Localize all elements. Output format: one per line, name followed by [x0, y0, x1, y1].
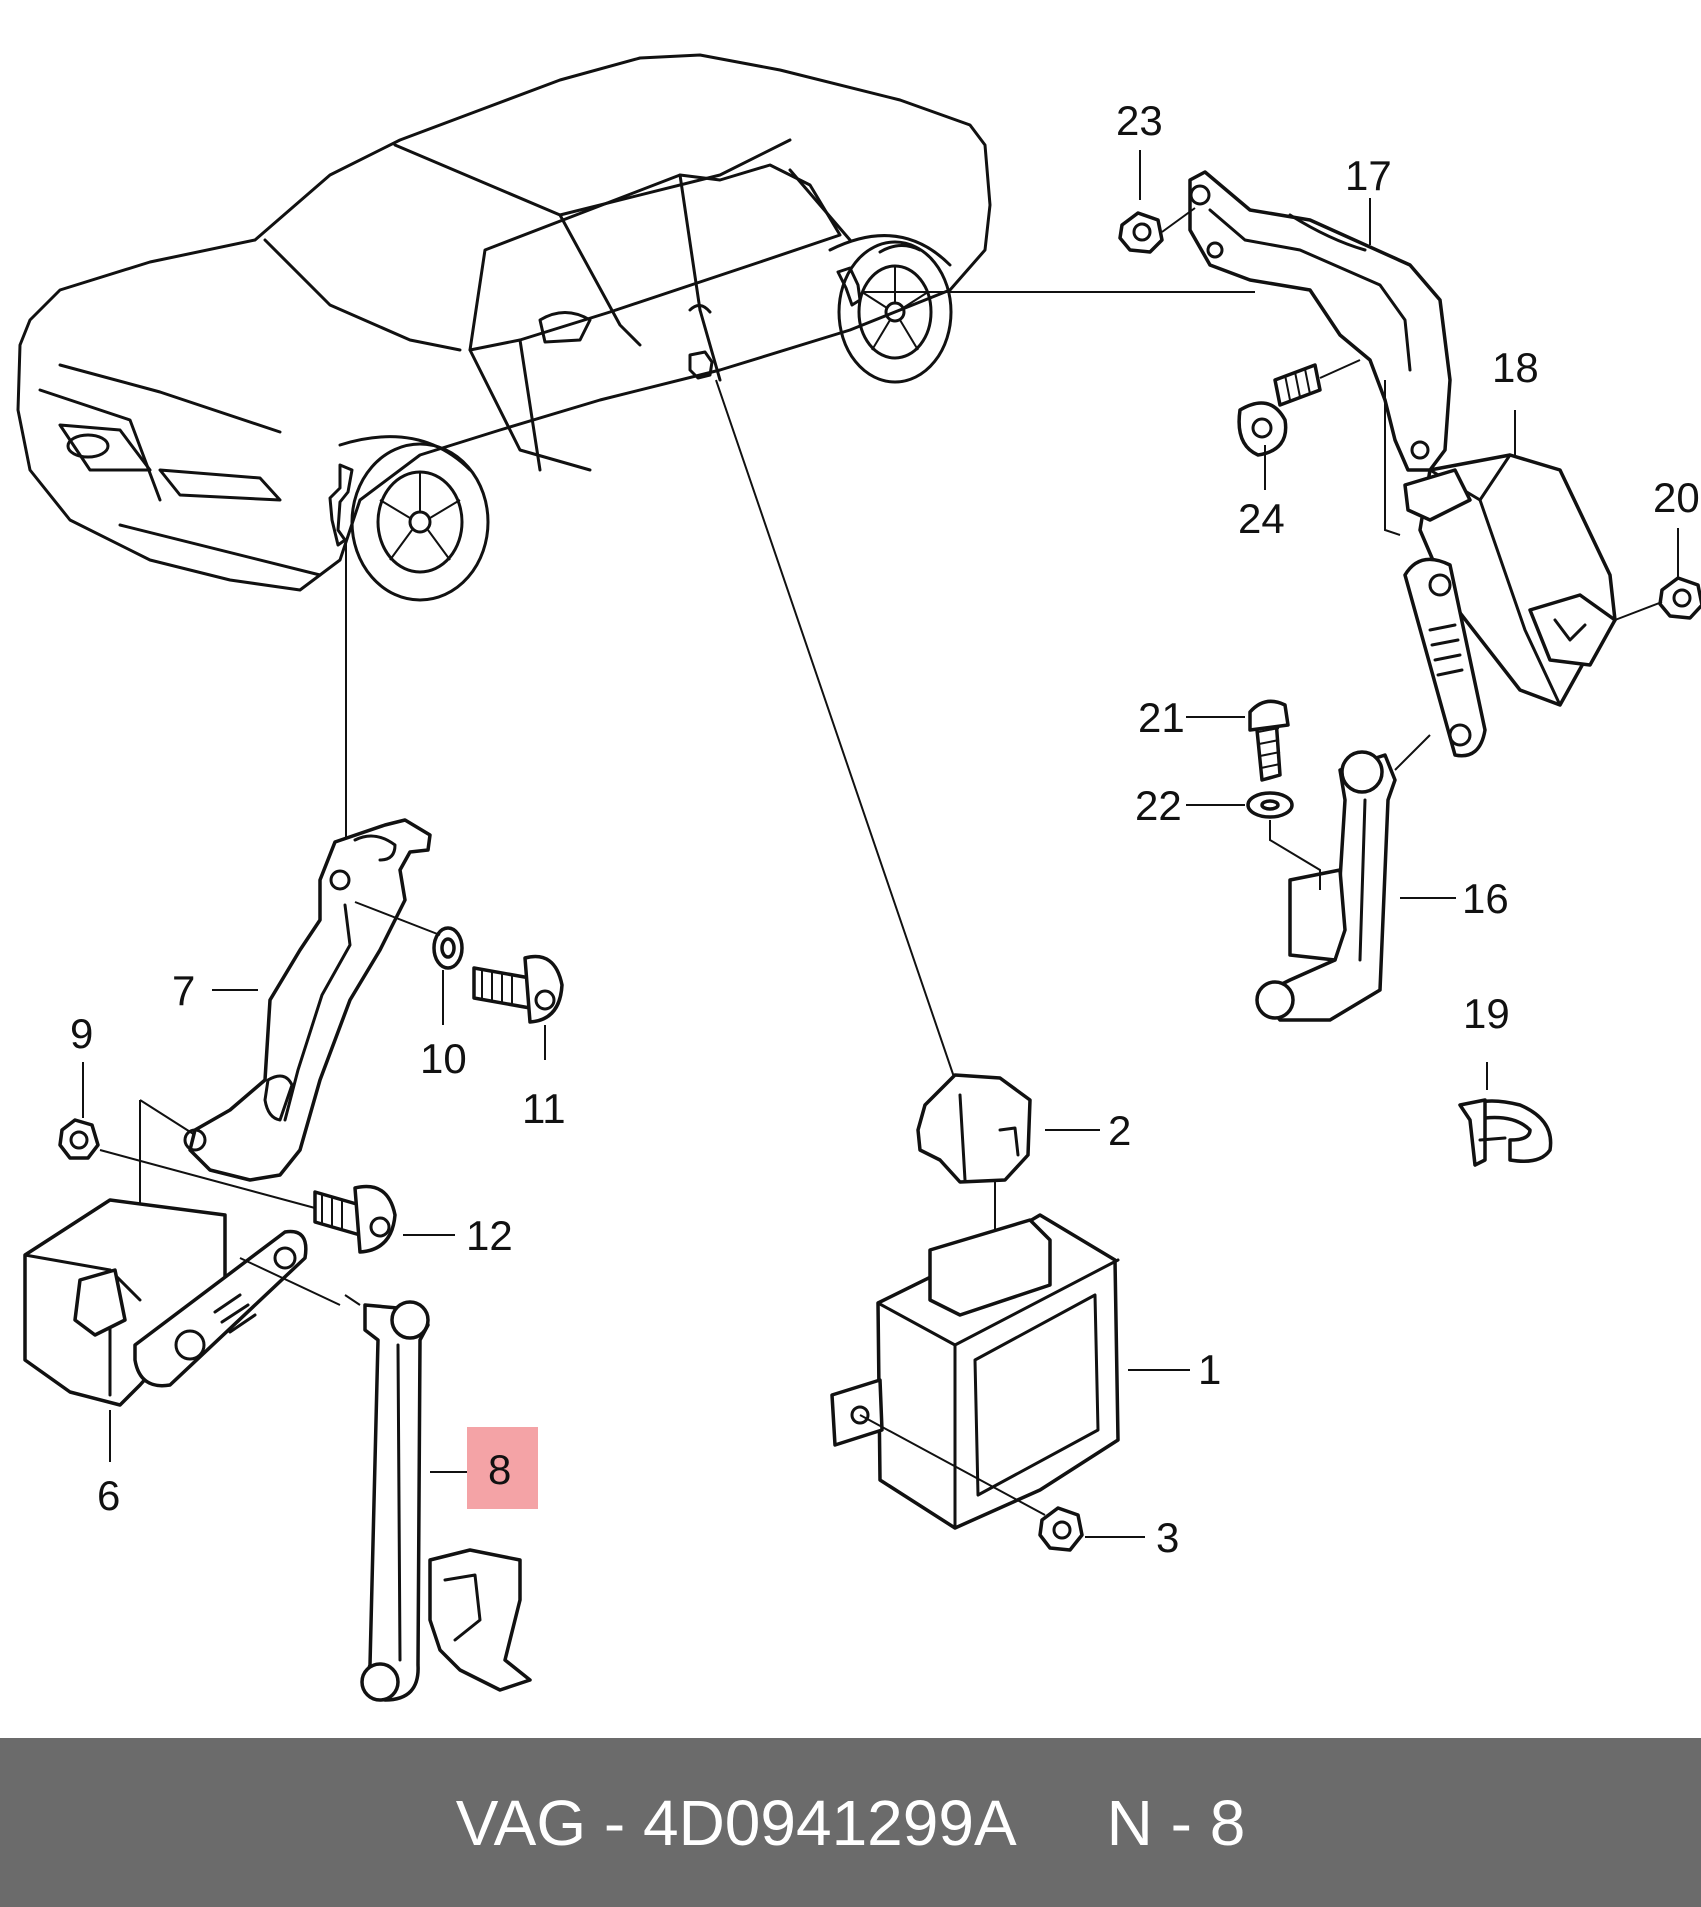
callout-6: 6	[97, 1472, 120, 1519]
callout-10: 10	[420, 1035, 467, 1082]
car-sensor-marks	[328, 266, 862, 547]
callout-21: 21	[1138, 694, 1185, 741]
part-8-link-rod	[344, 1294, 532, 1702]
part-19-clip	[1458, 1098, 1553, 1167]
part-11-bolt	[472, 954, 564, 1024]
callout-16: 16	[1462, 875, 1509, 922]
callout-9: 9	[70, 1010, 93, 1057]
callout-18: 18	[1492, 344, 1539, 391]
callout-2: 2	[1108, 1107, 1131, 1154]
part-number-footer: VAG - 4D0941299A N - 8	[0, 1738, 1701, 1907]
part-7-bracket	[183, 818, 432, 1182]
part-9-nut	[58, 1118, 100, 1160]
separator: -	[603, 1786, 626, 1859]
part-1-control-unit	[830, 1213, 1120, 1530]
part-10-washer	[432, 926, 464, 970]
part-20-nut	[1658, 576, 1701, 620]
callout-24: 24	[1238, 495, 1285, 542]
part-21-bolt	[1248, 699, 1290, 782]
position-label: N - 8	[1106, 1786, 1246, 1859]
car-illustration	[16, 53, 992, 602]
part-12-bolt	[313, 1184, 397, 1254]
part-23-nut	[1118, 211, 1164, 254]
part-3-nut	[1038, 1506, 1084, 1552]
part-6-level-sensor	[23, 1198, 308, 1407]
callout-leaders	[82, 150, 1679, 1538]
callout-11: 11	[522, 1085, 566, 1132]
callout-17: 17	[1345, 152, 1392, 199]
part-16-link-rod	[1255, 734, 1431, 1022]
callout-20: 20	[1653, 474, 1700, 521]
callout-8-highlight	[467, 1427, 538, 1509]
callout-22: 22	[1135, 782, 1182, 829]
callout-1: 1	[1198, 1346, 1221, 1393]
callout-19: 19	[1463, 990, 1510, 1037]
callout-8: 8	[488, 1446, 511, 1493]
part-number: 4D0941299A	[642, 1786, 1017, 1859]
callout-7: 7	[172, 967, 195, 1014]
callout-3: 3	[1156, 1514, 1179, 1561]
part-22-washer	[1246, 791, 1294, 819]
callout-12: 12	[466, 1212, 513, 1259]
brand-label: VAG	[455, 1786, 587, 1859]
part-17-bracket	[1188, 170, 1452, 472]
parts-diagram: 1 2 3 6 7 8 9 10 11 12 16 17 18 19 20 21…	[16, 53, 1701, 1702]
callout-23: 23	[1116, 97, 1163, 144]
part-2-connector	[916, 1073, 1032, 1184]
part-18-level-sensor	[1403, 453, 1617, 758]
part-24-bolt	[1237, 363, 1322, 457]
